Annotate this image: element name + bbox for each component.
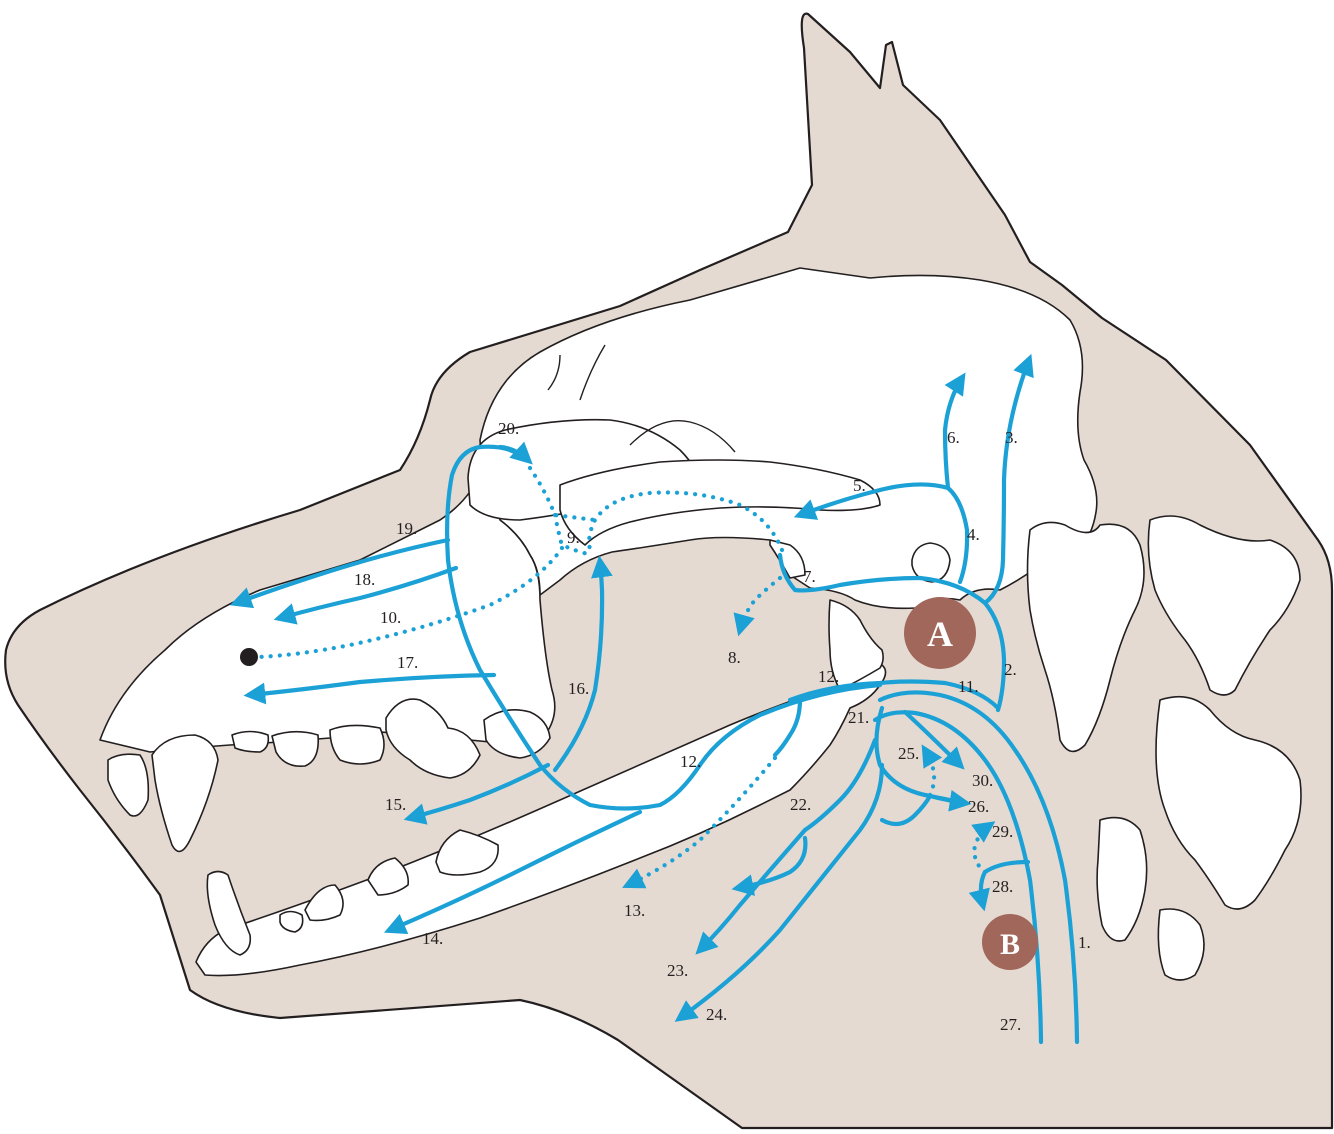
label-4: 4. <box>967 525 980 544</box>
zygomatic-arch <box>559 459 881 546</box>
vessel-22 <box>802 737 878 833</box>
lower-teeth <box>206 829 499 956</box>
label-10: 10. <box>380 608 401 627</box>
lymph-node-b: B <box>982 914 1038 970</box>
vessel-12 <box>537 682 883 811</box>
vessel-2 <box>917 575 1007 713</box>
vessel-26-connector <box>879 793 933 827</box>
label-12-lower: 12. <box>680 752 701 771</box>
vessel-5 <box>793 482 951 520</box>
label-8: 8. <box>728 648 741 667</box>
vessel-22-short <box>731 835 808 896</box>
label-20: 20. <box>498 419 519 438</box>
vessel-17 <box>243 672 497 705</box>
label-19: 19. <box>396 519 417 538</box>
vessel-29 <box>971 821 996 875</box>
vessel-19 <box>229 537 451 609</box>
vessel-9-star <box>527 465 598 558</box>
vessel-labels: 1. 2. 3. 4. 5. 6. 7. 8. 9. 10. 11. 12. 1… <box>354 419 1091 1034</box>
label-12-upper: 12. <box>818 667 839 686</box>
vessel-30 <box>902 709 965 770</box>
terminal-dot <box>240 648 258 666</box>
label-6: 6. <box>947 428 960 447</box>
label-11: 11. <box>958 677 979 696</box>
vessel-10 <box>255 545 565 660</box>
label-16: 16. <box>568 679 589 698</box>
label-2: 2. <box>1004 660 1017 679</box>
cervical-vertebrae <box>1026 515 1302 981</box>
vessel-20 <box>497 441 533 465</box>
vessel-16 <box>552 555 613 773</box>
label-15: 15. <box>385 795 406 814</box>
vessel-12-branch <box>772 697 803 758</box>
lymph-node-a: A <box>904 597 976 669</box>
label-26: 26. <box>968 797 989 816</box>
vessel-25 <box>921 744 943 798</box>
vessel-3 <box>982 353 1034 606</box>
label-17: 17. <box>397 653 418 672</box>
label-28: 28. <box>992 877 1013 896</box>
label-7: 7. <box>803 567 816 586</box>
mandible-ramus <box>828 599 884 691</box>
label-25: 25. <box>898 744 919 763</box>
vessel-7 <box>777 552 923 593</box>
vessel-9-upper <box>587 490 785 558</box>
label-3: 3. <box>1005 428 1018 447</box>
vessel-network <box>229 353 1080 1045</box>
vessel-24 <box>674 762 885 1022</box>
vessel-8 <box>733 575 783 637</box>
vessel-15 <box>403 762 551 825</box>
vessel-18 <box>273 565 459 625</box>
skull-cranium <box>479 267 1098 610</box>
label-29: 29. <box>992 822 1013 841</box>
lymph-node-a-label: A <box>927 614 953 654</box>
vessel-26 <box>927 789 972 812</box>
label-27: 27. <box>1000 1015 1021 1034</box>
vessel-14 <box>383 809 643 935</box>
vessel-6 <box>942 372 966 491</box>
temporal-ridge <box>547 344 736 453</box>
label-13: 13. <box>624 901 645 920</box>
label-5: 5. <box>853 476 866 495</box>
label-9: 9. <box>567 528 580 547</box>
label-1: 1. <box>1078 933 1091 952</box>
vessel-4 <box>945 485 970 585</box>
vessel-1 <box>877 690 1080 1045</box>
upper-teeth <box>107 698 551 853</box>
label-24: 24. <box>706 1005 727 1024</box>
coronoid-process <box>769 539 806 579</box>
vessel-13 <box>622 755 778 889</box>
label-21: 21. <box>848 708 869 727</box>
vessel-11 <box>787 679 1001 711</box>
label-23: 23. <box>667 961 688 980</box>
label-14: 14. <box>422 929 443 948</box>
label-22: 22. <box>790 795 811 814</box>
label-30: 30. <box>972 771 993 790</box>
lymph-node-b-label: B <box>1000 928 1020 961</box>
vessel-23 <box>695 827 808 955</box>
label-18: 18. <box>354 570 375 589</box>
